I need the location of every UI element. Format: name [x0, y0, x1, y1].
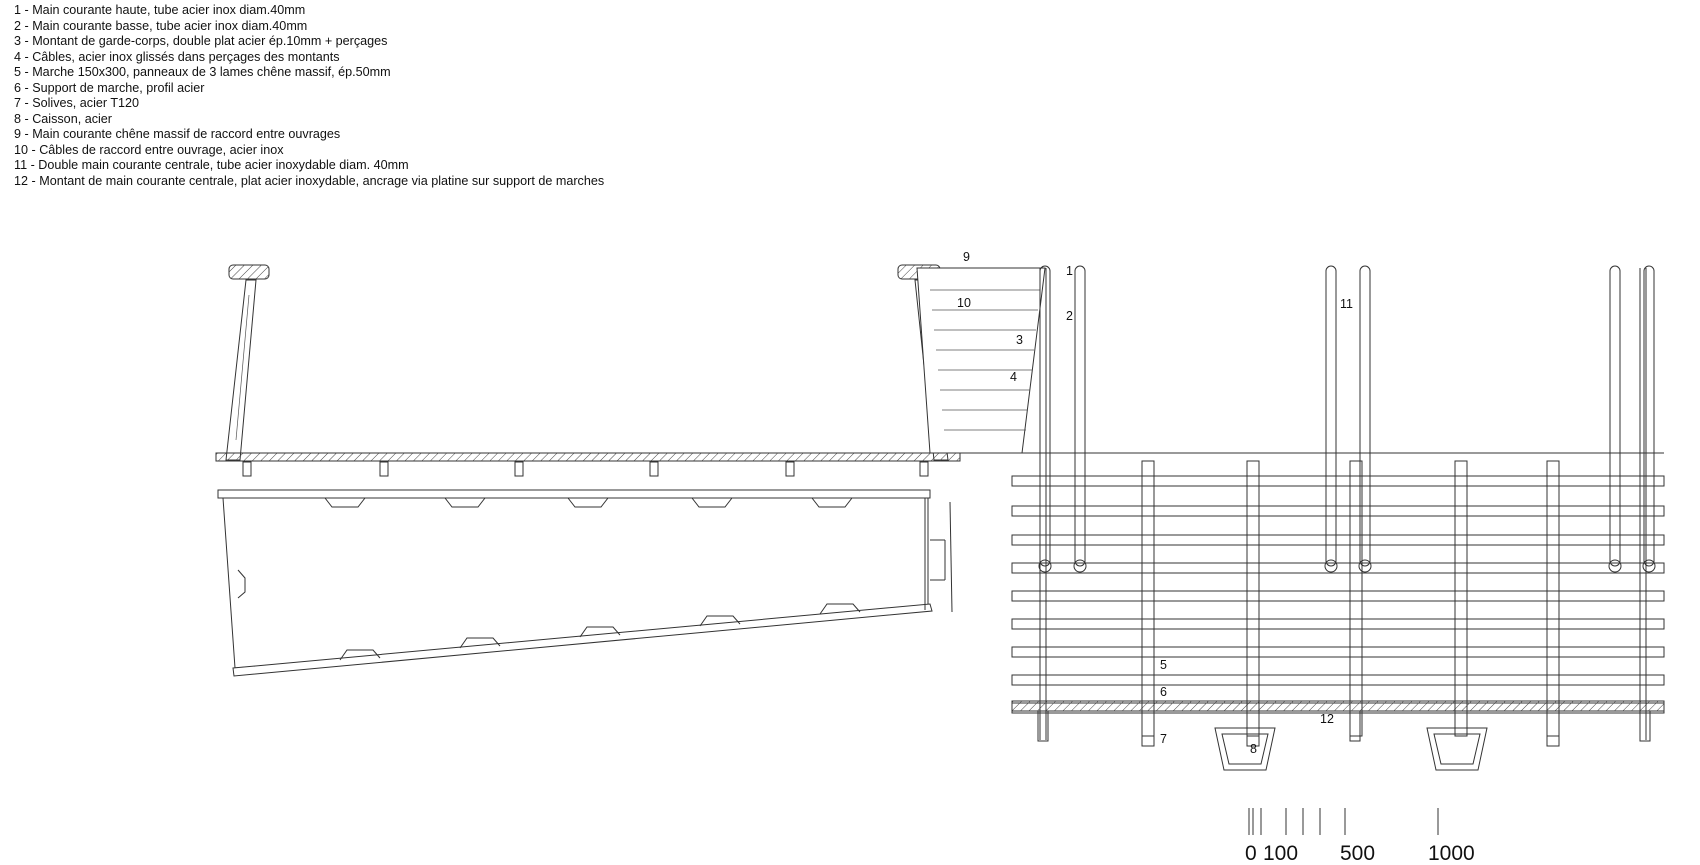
scale-label-500: 500: [1340, 842, 1375, 865]
legend-item-4: 4 - Câbles, acier inox glissés dans perç…: [14, 49, 340, 64]
callout-2: 2: [1066, 309, 1073, 323]
girder-top-flange: [217, 489, 931, 499]
callouts: 1 2 3 4 5 6 7 8 9 10 11 12: [957, 250, 1353, 756]
post-left: [225, 279, 257, 461]
legend-item-6: 6 - Support de marche, profil acier: [14, 80, 205, 95]
legend-item-2: 2 - Main courante basse, tube acier inox…: [14, 18, 308, 33]
callout-5: 5: [1160, 658, 1167, 672]
scale-label-0: 0: [1245, 842, 1257, 865]
legend-item-8: 8 - Caisson, acier: [14, 111, 112, 126]
joist-feet: [1037, 710, 1651, 747]
legend-item-10: 10 - Câbles de raccord entre ouvrage, ac…: [14, 142, 284, 157]
legend-item-9: 9 - Main courante chêne massif de raccor…: [14, 127, 341, 141]
front-elevation: [960, 265, 1665, 771]
edge-posts: [1039, 268, 1647, 740]
callout-4: 4: [1010, 370, 1017, 384]
handrail-cap-left: [228, 264, 270, 280]
scale-label-100: 100: [1263, 842, 1298, 865]
scale-label-1000: 1000: [1428, 842, 1475, 865]
callout-3: 3: [1016, 333, 1023, 347]
scale-bar: 0 100 500 1000: [1245, 808, 1475, 865]
callout-6: 6: [1160, 685, 1167, 699]
step-boards: [1011, 475, 1665, 714]
callout-9: 9: [963, 250, 970, 264]
side-section: [215, 264, 961, 677]
cable-panel-outline: [916, 267, 1046, 454]
legend-item-3: 3 - Montant de garde-corps, double plat …: [14, 34, 388, 48]
joint-cable-panel: [916, 267, 1046, 454]
girder-stiffeners-bottom: [339, 603, 861, 661]
legend-item-7: 7 - Solives, acier T120: [14, 96, 140, 110]
legend-list: 1 - Main courante haute, tube acier inox…: [14, 3, 694, 189]
legend-item-11: 11 - Double main courante centrale, tube…: [14, 158, 409, 172]
legend-item-5: 5 - Marche 150x300, panneaux de 3 lames …: [14, 65, 391, 79]
girder-left-plate: [237, 569, 246, 599]
legend-item-12: 12 - Montant de main courante centrale, …: [14, 173, 605, 188]
girder-bottom-flange: [232, 603, 933, 677]
callout-11: 11: [1340, 297, 1353, 311]
caissons: [1214, 727, 1488, 771]
legend-item-1: 1 - Main courante haute, tube acier inox…: [14, 3, 306, 17]
tube-ends: [1038, 559, 1656, 573]
base-plate: [1011, 700, 1665, 712]
callout-12: 12: [1320, 712, 1334, 726]
callout-7: 7: [1160, 732, 1167, 746]
tread-band: [215, 452, 961, 462]
callout-8: 8: [1250, 742, 1257, 756]
handrail-tubes: [1039, 265, 1655, 567]
tread-brackets: [242, 461, 929, 477]
girder-stiffeners-top: [324, 497, 853, 508]
callout-1: 1: [1066, 264, 1073, 278]
callout-10: 10: [957, 296, 971, 310]
girder-end-plate: [924, 498, 953, 613]
scale-ticks: [1248, 808, 1439, 835]
